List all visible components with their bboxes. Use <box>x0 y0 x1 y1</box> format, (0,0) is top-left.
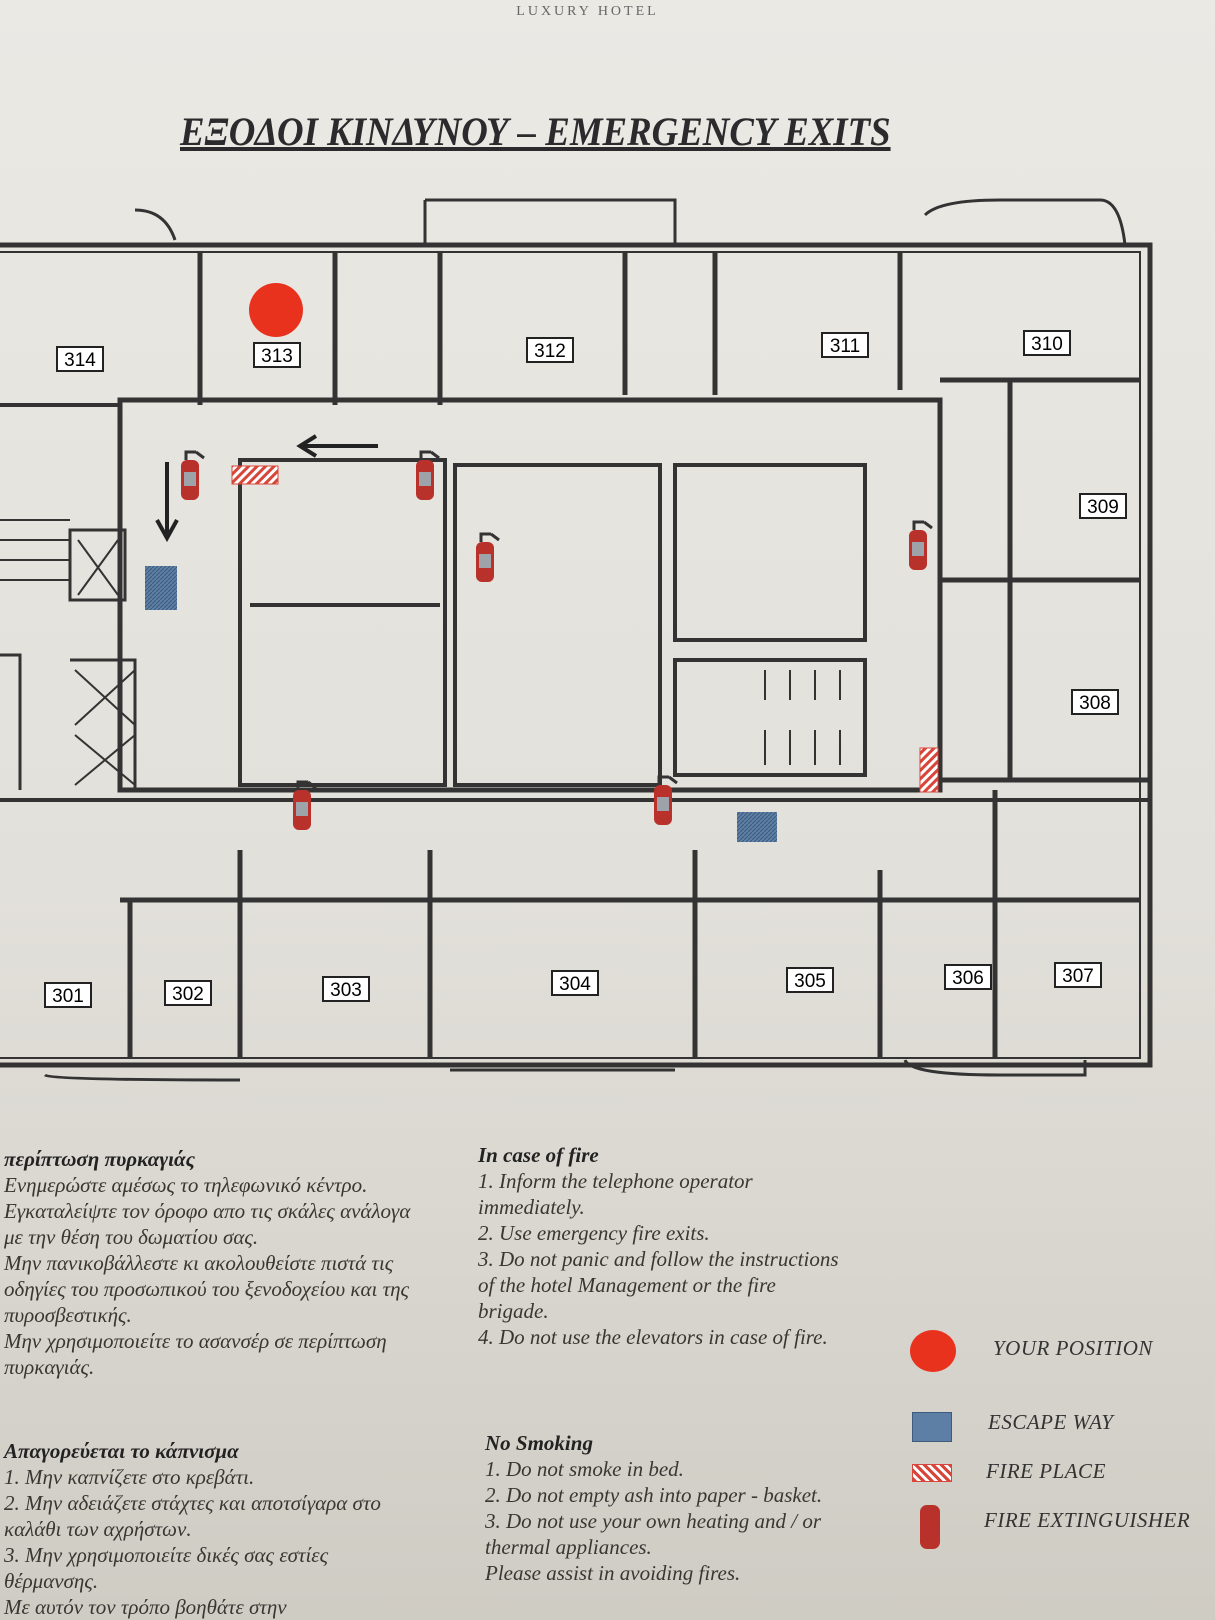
legend-escape-way: ESCAPE WAY <box>988 1410 1114 1434</box>
greek-fire-item: Ενημερώστε αμέσως το τηλεφωνικό κέντρο. <box>4 1173 368 1197</box>
fire-extinguisher-icon <box>179 450 206 502</box>
svg-text:309: 309 <box>1087 497 1119 518</box>
english-fire-item: 3. Do not panic and follow the instructi… <box>478 1247 839 1323</box>
escape-way-marker <box>145 566 177 610</box>
exit-arrow-down-icon <box>155 462 179 543</box>
svg-text:311: 311 <box>830 336 860 357</box>
legend-fire-place: FIRE PLACE <box>986 1459 1106 1483</box>
fire-place-marker <box>919 747 939 793</box>
fire-extinguisher-icon <box>907 520 934 572</box>
svg-text:310: 310 <box>1031 334 1063 355</box>
hotel-brand: LUXURY HOTEL <box>516 4 659 19</box>
escape-way-marker <box>737 812 777 842</box>
english-smoke-heading: No Smoking <box>485 1431 593 1455</box>
english-fire-item: 2. Use emergency fire exits. <box>478 1221 710 1245</box>
room-label: 313 <box>253 342 301 368</box>
svg-text:312: 312 <box>534 341 566 362</box>
svg-text:314: 314 <box>64 350 96 371</box>
greek-smoke-item: 2. Μην αδειάζετε στάχτες και αποτσίγαρα … <box>4 1491 381 1541</box>
svg-text:307: 307 <box>1062 966 1094 987</box>
legend-fire-extinguisher: FIRE EXTINGUISHER <box>984 1508 1191 1532</box>
room-label: 302 <box>164 980 212 1006</box>
room-label: 303 <box>322 976 370 1002</box>
your-position-icon <box>910 1330 956 1372</box>
svg-text:305: 305 <box>794 971 826 992</box>
greek-smoking-rules: Απαγορεύεται το κάπνισμα 1. Μην καπνίζετ… <box>4 1438 424 1620</box>
legend-your-position: YOUR POSITION <box>993 1336 1153 1360</box>
english-smoke-item: 2. Do not empty ash into paper - basket. <box>485 1483 823 1507</box>
fire-place-icon <box>912 1464 952 1482</box>
fire-place-marker <box>231 465 279 485</box>
room-label: 309 <box>1079 493 1127 519</box>
svg-text:308: 308 <box>1079 693 1111 714</box>
room-label: 301 <box>44 982 92 1008</box>
english-smoke-item: Please assist in avoiding fires. <box>485 1561 741 1585</box>
your-position-marker <box>249 283 303 337</box>
escape-way-icon <box>912 1412 952 1442</box>
english-smoking-rules: No Smoking 1. Do not smoke in bed. 2. Do… <box>485 1430 840 1586</box>
greek-fire-item: Μην χρησιμοποιείτε το ασανσέρ σε περίπτω… <box>4 1329 387 1379</box>
greek-smoke-item: Με αυτόν τον τρόπο βοηθάτε στην <box>4 1595 287 1619</box>
exit-arrow-left-icon <box>296 434 378 458</box>
svg-text:301: 301 <box>52 986 84 1007</box>
fire-extinguisher-icon <box>920 1505 940 1549</box>
room-label: 305 <box>786 967 834 993</box>
english-fire-item: 1. Inform the telephone operator immedia… <box>478 1169 753 1219</box>
svg-text:302: 302 <box>172 984 204 1005</box>
english-fire-heading: In case of fire <box>478 1143 599 1167</box>
page-title: ΕΞΟΔΟΙ ΚΙΝΔΥΝΟΥ – EMERGENCY EXITS <box>180 109 891 154</box>
greek-fire-heading: περίπτωση πυρκαγιάς <box>4 1147 195 1171</box>
greek-fire-item: Εγκαταλείψτε τον όροφο απο τις σκάλες αν… <box>4 1199 411 1249</box>
svg-text:306: 306 <box>952 968 984 989</box>
greek-smoke-heading: Απαγορεύεται το κάπνισμα <box>4 1439 239 1463</box>
room-label: 307 <box>1054 962 1102 988</box>
greek-smoke-item: 1. Μην καπνίζετε στο κρεβάτι. <box>4 1465 255 1489</box>
room-label: 312 <box>526 337 574 363</box>
room-label: 306 <box>944 964 992 990</box>
english-fire-instructions: In case of fire 1. Inform the telephone … <box>478 1142 840 1350</box>
svg-text:303: 303 <box>330 980 362 1001</box>
fire-extinguisher-icon <box>474 532 501 584</box>
room-label: 311 <box>821 332 869 358</box>
room-label: 304 <box>551 970 599 996</box>
svg-text:304: 304 <box>559 974 591 995</box>
room-label: 310 <box>1023 330 1071 356</box>
greek-smoke-item: 3. Μην χρησιμοποιείτε δικές σας εστίες θ… <box>4 1543 329 1593</box>
svg-text:313: 313 <box>261 346 293 367</box>
greek-fire-item: Μην πανικοβάλλεστε κι ακολουθείστε πιστά… <box>4 1251 410 1327</box>
english-fire-item: 4. Do not use the elevators in case of f… <box>478 1325 828 1349</box>
floor-plan: 314 313 312 311 310 309 308 301 302 303 … <box>0 198 1153 1082</box>
room-label: 314 <box>56 346 104 372</box>
greek-fire-instructions: περίπτωση πυρκαγιάς Ενημερώστε αμέσως το… <box>4 1146 414 1380</box>
english-smoke-item: 1. Do not smoke in bed. <box>485 1457 684 1481</box>
english-smoke-item: 3. Do not use your own heating and / or … <box>485 1509 821 1559</box>
room-label: 308 <box>1071 689 1119 715</box>
